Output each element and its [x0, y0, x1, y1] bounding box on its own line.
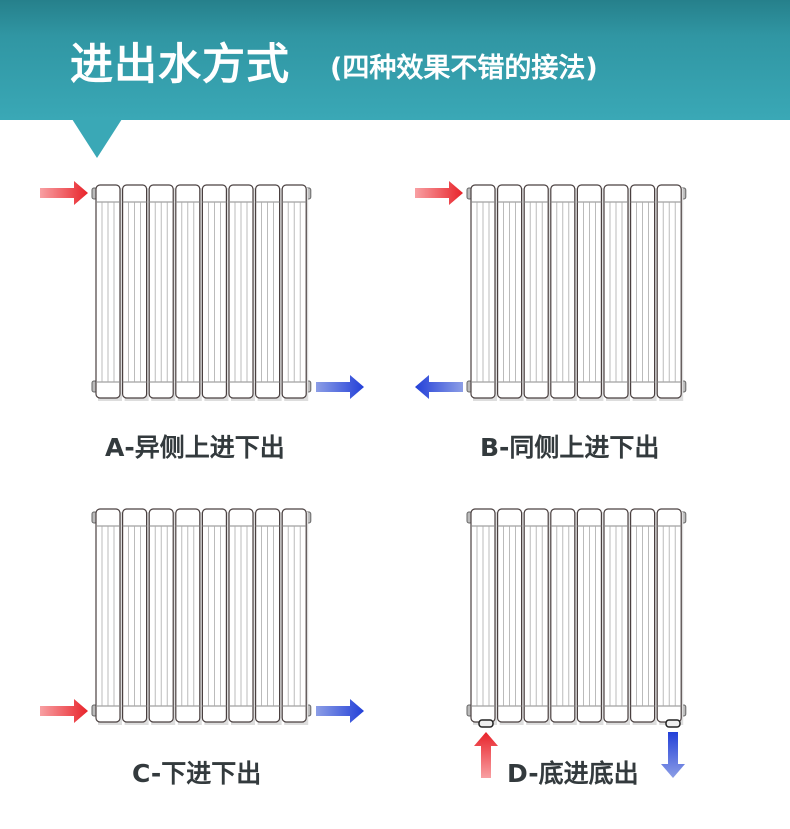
outlet-arrow-icon — [415, 375, 463, 399]
radiator-column — [255, 508, 282, 725]
label-c: C-下进下出 — [132, 759, 262, 788]
radiator-column — [550, 508, 577, 725]
radiator-column — [576, 508, 604, 725]
page-subtitle: (四种效果不错的接法) — [330, 53, 598, 84]
radiator-column — [470, 508, 497, 725]
radiator-A — [91, 184, 312, 401]
inlet-arrow-icon — [415, 181, 463, 205]
inlet-arrow-up-icon — [474, 732, 498, 778]
radiator-column — [148, 184, 176, 401]
radiator-column — [603, 508, 630, 725]
header-banner — [0, 0, 790, 120]
radiator-column — [281, 508, 309, 725]
label-d: D-底进底出 — [507, 759, 639, 788]
radiator-column — [148, 508, 176, 725]
radiator-column — [497, 184, 524, 401]
radiator-column — [629, 508, 657, 725]
outlet-arrow-icon — [316, 699, 364, 723]
radiator-column — [523, 508, 551, 725]
radiator-column — [95, 184, 122, 401]
radiator-column — [576, 184, 604, 401]
radiator-column — [255, 184, 282, 401]
bottom-valve-icon — [478, 719, 494, 728]
radiator-column — [523, 184, 551, 401]
radiator-column — [281, 184, 309, 401]
header-pointer — [72, 119, 122, 158]
radiator-column — [629, 184, 657, 401]
radiator-column — [603, 184, 630, 401]
radiator-C — [91, 508, 312, 725]
radiator-column — [201, 184, 229, 401]
radiator-column — [470, 184, 497, 401]
radiator-column — [175, 184, 202, 401]
radiator-column — [497, 508, 524, 725]
radiator-column — [228, 508, 255, 725]
radiator-column — [121, 184, 149, 401]
radiator-B — [466, 184, 687, 401]
radiator-column — [95, 508, 122, 725]
label-b: B-同侧上进下出 — [480, 433, 660, 462]
radiator-column — [175, 508, 202, 725]
outlet-arrow-down-icon — [661, 732, 685, 778]
radiator-column — [656, 184, 684, 401]
inlet-arrow-icon — [40, 181, 88, 205]
radiator-column — [201, 508, 229, 725]
radiator-column — [656, 508, 684, 725]
radiator-column — [121, 508, 149, 725]
radiator-column — [550, 184, 577, 401]
page-title: 进出水方式 — [70, 40, 290, 90]
label-a: A-异侧上进下出 — [105, 433, 285, 462]
radiator-column — [228, 184, 255, 401]
inlet-arrow-icon — [40, 699, 88, 723]
radiator-D — [466, 508, 687, 725]
bottom-valve-icon — [665, 719, 681, 728]
outlet-arrow-icon — [316, 375, 364, 399]
